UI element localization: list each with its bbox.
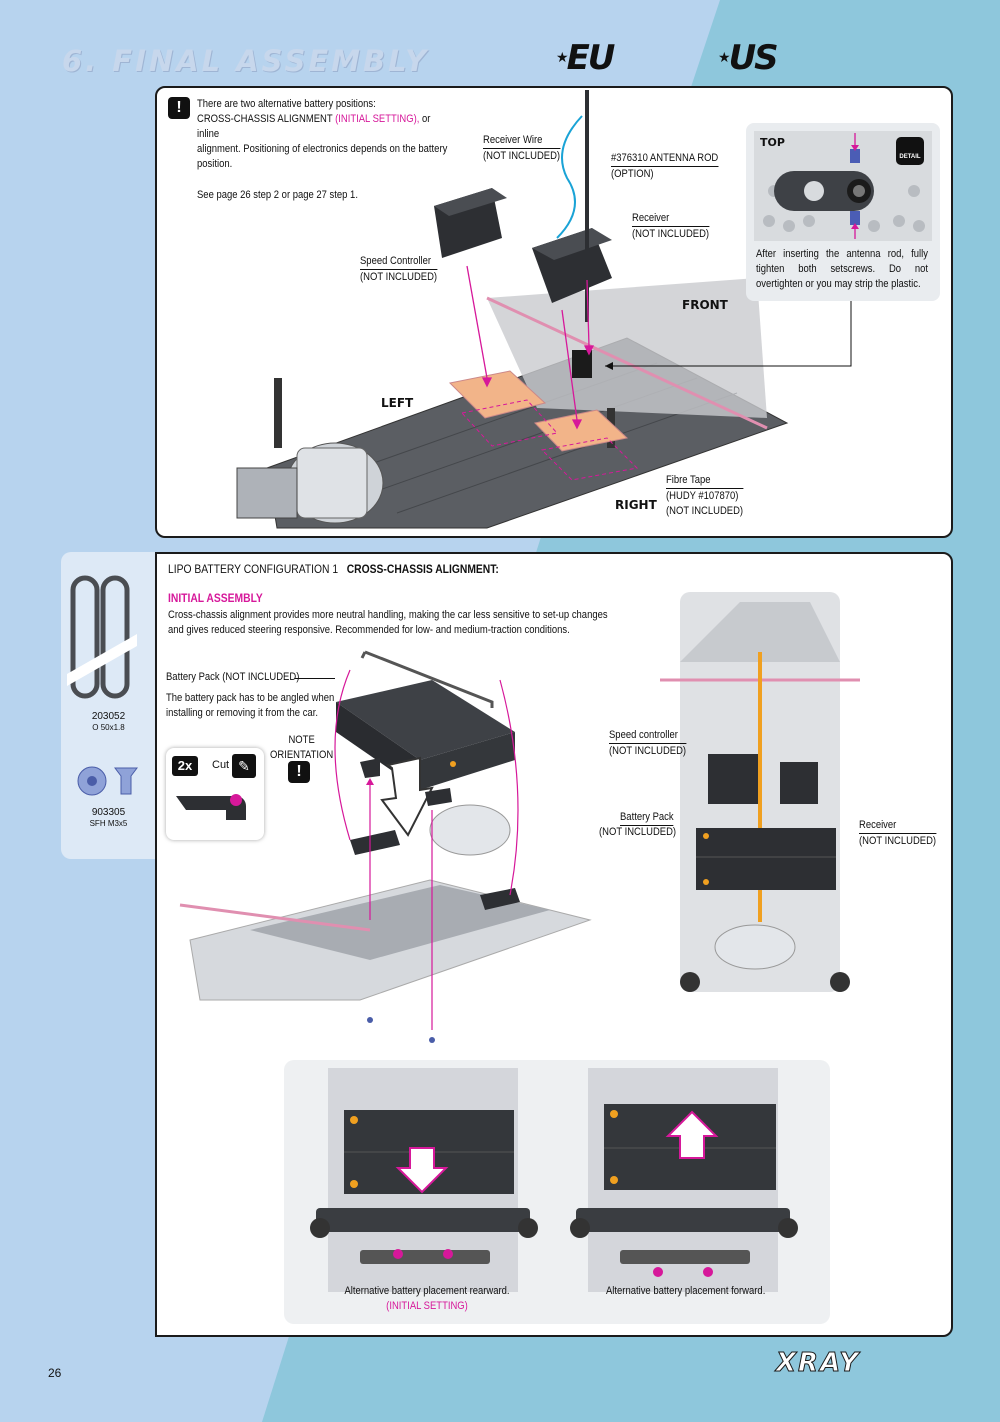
detail-box: TOP DETAIL After inserting the antenna r… [746, 123, 940, 301]
receiver-label: Receiver (NOT INCLUDED) [632, 212, 710, 240]
part-2-code: 903305 [91, 807, 126, 818]
qty-badge: 2x [172, 756, 198, 776]
forward-arrow [665, 1110, 719, 1159]
tape-outline-1 [461, 399, 558, 447]
front-suspension [487, 278, 767, 418]
note-orientation-label: NOTE ORIENTATION [270, 734, 334, 761]
cut-detail-box: 2x Cut ✎ [166, 748, 264, 840]
warning-icon: ! [168, 97, 190, 119]
page-title: 6. FINAL ASSEMBLY [62, 44, 430, 78]
fibre-tape-label: Fibre Tape (HUDY #107870) (NOT INCLUDED) [666, 474, 744, 517]
battery-install-illustration [179, 650, 592, 1043]
part-1-desc: O 50x1.8 [92, 723, 125, 732]
holder-1 [360, 758, 380, 778]
left-label: LEFT [381, 396, 414, 410]
setscrew-bottom [850, 211, 860, 225]
speed-controller-label-2: Speed controller (NOT INCLUDED) [609, 729, 687, 757]
install-arrow [380, 756, 434, 837]
cut-label: Cut [212, 759, 230, 771]
top-battery [696, 828, 836, 890]
orientation-warning-icon: ! [288, 761, 310, 783]
holder-2 [425, 788, 452, 806]
step2-description: Cross-chassis alignment provides more ne… [168, 609, 608, 636]
motor-2 [429, 804, 511, 856]
right-label: RIGHT [615, 498, 657, 512]
part-1-code: 203052 [91, 711, 126, 722]
fibre-tape-1 [448, 370, 547, 419]
chassis-plate-2 [250, 885, 550, 960]
battery-pack-label-2: Battery Pack [620, 810, 674, 826]
holder-part [176, 794, 246, 820]
holder-3 [350, 830, 400, 855]
rearward-caption: Alternative battery placement rearward. … [344, 1285, 510, 1312]
antenna-rod-label: #376310 ANTENNA ROD (OPTION) [611, 152, 719, 180]
alternative-placement-box: Alternative battery placement rearward. … [284, 1060, 830, 1324]
forward-caption: Alternative battery placement forward. [606, 1285, 766, 1297]
speed-controller-label: Speed Controller (NOT INCLUDED) [360, 255, 438, 283]
top-view-illustration [660, 592, 860, 992]
rear-post [274, 378, 282, 448]
motor-can [296, 447, 368, 519]
antenna-rod [585, 90, 589, 322]
battery-leader [295, 678, 335, 679]
top-receiver [780, 762, 818, 804]
top-speed-controller [708, 754, 758, 804]
eu-logo: ★EU [556, 38, 615, 78]
battery-pack-sub-label: (NOT INCLUDED) [599, 826, 677, 838]
xray-logo: XRAY [775, 1348, 861, 1379]
receiver-wire [556, 115, 583, 239]
detail-badge-icon [896, 137, 924, 165]
battery-pack-label: Battery Pack (NOT INCLUDED) The battery … [166, 671, 335, 719]
setscrew-top [850, 149, 860, 163]
front-axle [486, 296, 768, 430]
receiver-label-2: Receiver (NOT INCLUDED) [859, 819, 937, 847]
texture-dots [763, 185, 925, 232]
front-label: FRONT [682, 298, 728, 312]
part-2-desc: SFH M3x5 [89, 819, 128, 828]
chassis-illustration-top [236, 90, 852, 529]
tape-outline-2 [540, 437, 639, 481]
detail-badge-label: DETAIL [899, 154, 921, 160]
top-motor [714, 924, 796, 970]
rearward-illustration [310, 1068, 538, 1292]
rear-hub [236, 467, 298, 519]
rearward-arrow [395, 1147, 449, 1194]
step1-note: There are two alternative battery positi… [197, 98, 448, 201]
magenta-guide-arrows [466, 265, 595, 430]
receiver-wire-label: Receiver Wire (NOT INCLUDED) [483, 134, 561, 162]
step2-heading: LIPO BATTERY CONFIGURATION 1 CROSS-CHASS… [168, 562, 499, 576]
knife-icon: ✎ [232, 754, 256, 778]
detail-leader [605, 300, 852, 367]
step2-subheading: INITIAL ASSEMBLY [168, 591, 263, 605]
detail-text: After inserting the antenna rod, fully t… [756, 248, 928, 290]
battery-strap [360, 650, 494, 708]
parts-tab: 203052 O 50x1.8 903305 SFH M3x5 [61, 552, 156, 859]
battery-top [336, 680, 515, 760]
screw-icon [77, 766, 138, 796]
page-number: 26 [48, 1366, 62, 1380]
top-label: TOP [760, 136, 785, 149]
us-logo: ★US [718, 38, 779, 78]
o-ring-icon [67, 575, 137, 699]
forward-illustration [570, 1068, 798, 1292]
antenna-holder [572, 350, 592, 378]
